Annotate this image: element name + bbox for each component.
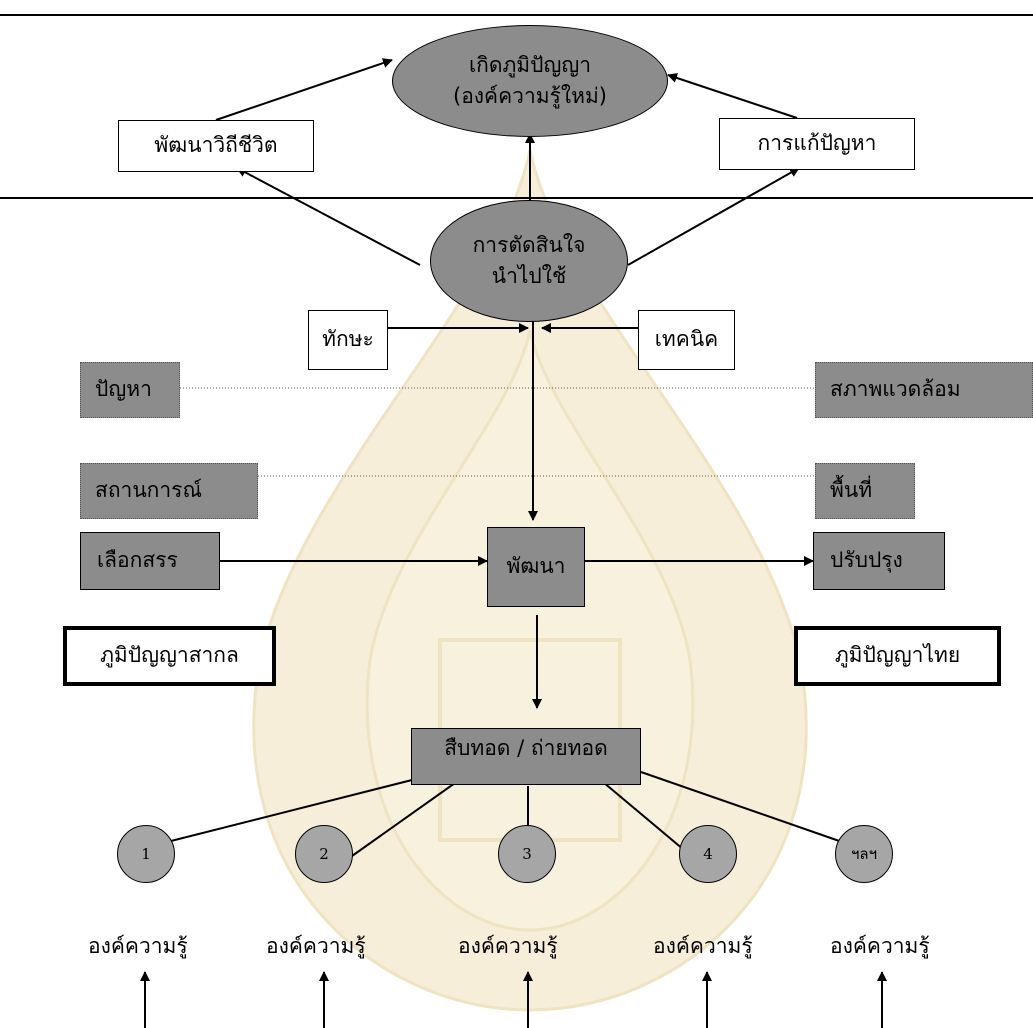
knowledge-node-etc: ฯลฯ bbox=[835, 825, 893, 883]
develop-way-of-life-box: พัฒนาวิถีชีวิต bbox=[118, 120, 314, 172]
develop-label: พัฒนา bbox=[506, 554, 566, 579]
area-box: พื้นที่ bbox=[815, 463, 915, 519]
situation-box: สถานการณ์ bbox=[80, 463, 258, 519]
knowledge-node-3: 3 bbox=[498, 825, 556, 883]
select-box: เลือกสรร bbox=[80, 532, 220, 590]
knowledge-node-1: 1 bbox=[117, 825, 175, 883]
select-label: เลือกสรร bbox=[97, 548, 178, 573]
skill-label: ทักษะ bbox=[322, 327, 374, 352]
decision-line2: นำไปใช้ bbox=[491, 264, 567, 288]
new-knowledge-line2: (องค์ความรู้ใหม่) bbox=[453, 84, 607, 108]
knowledge-node-4-label: 4 bbox=[703, 844, 713, 863]
universal-wisdom-box: ภูมิปัญญาสากล bbox=[63, 626, 276, 686]
situation-label: สถานการณ์ bbox=[95, 478, 202, 503]
skill-box: ทักษะ bbox=[308, 310, 388, 370]
knowledge-label-1: องค์ความรู้ bbox=[88, 934, 188, 958]
problem-solving-box: การแก้ปัญหา bbox=[719, 118, 915, 170]
knowledge-label-2: องค์ความรู้ bbox=[266, 934, 366, 958]
inherit-label: สืบทอด / ถ่ายทอด bbox=[444, 736, 608, 760]
knowledge-label-5: องค์ความรู้ bbox=[830, 934, 930, 958]
knowledge-label-4: องค์ความรู้ bbox=[653, 934, 753, 958]
develop-box: พัฒนา bbox=[487, 527, 585, 607]
universal-wisdom-label: ภูมิปัญญาสากล bbox=[100, 643, 239, 668]
knowledge-node-2: 2 bbox=[295, 825, 353, 883]
knowledge-node-1-label: 1 bbox=[141, 844, 151, 863]
decision-line1: การตัดสินใจ bbox=[472, 232, 586, 257]
knowledge-node-3-label: 3 bbox=[522, 844, 532, 863]
inherit-box: สืบทอด / ถ่ายทอด bbox=[411, 728, 641, 785]
thai-wisdom-label: ภูมิปัญญาไทย bbox=[834, 643, 961, 668]
problem-box: ปัญหา bbox=[80, 362, 180, 418]
develop-way-of-life-label: พัฒนาวิถีชีวิต bbox=[154, 133, 278, 158]
environment-box: สภาพแวดล้อม bbox=[815, 362, 1033, 418]
thai-wisdom-box: ภูมิปัญญาไทย bbox=[794, 626, 1001, 686]
problem-solving-label: การแก้ปัญหา bbox=[757, 131, 877, 156]
improve-box: ปรับปรุง bbox=[813, 532, 945, 590]
environment-label: สภาพแวดล้อม bbox=[830, 377, 961, 402]
knowledge-node-2-label: 2 bbox=[319, 844, 329, 863]
knowledge-node-4: 4 bbox=[679, 825, 737, 883]
area-label: พื้นที่ bbox=[830, 478, 873, 503]
problem-label: ปัญหา bbox=[95, 377, 152, 402]
technique-label: เทคนิค bbox=[654, 327, 719, 352]
decision-ellipse: การตัดสินใจ นำไปใช้ bbox=[430, 200, 628, 322]
new-knowledge-line1: เกิดภูมิปัญญา bbox=[468, 52, 592, 77]
technique-box: เทคนิค bbox=[638, 310, 735, 370]
knowledge-label-3: องค์ความรู้ bbox=[458, 934, 558, 958]
improve-label: ปรับปรุง bbox=[830, 548, 903, 573]
new-knowledge-ellipse: เกิดภูมิปัญญา (องค์ความรู้ใหม่) bbox=[392, 25, 668, 137]
knowledge-node-etc-label: ฯลฯ bbox=[850, 844, 878, 863]
